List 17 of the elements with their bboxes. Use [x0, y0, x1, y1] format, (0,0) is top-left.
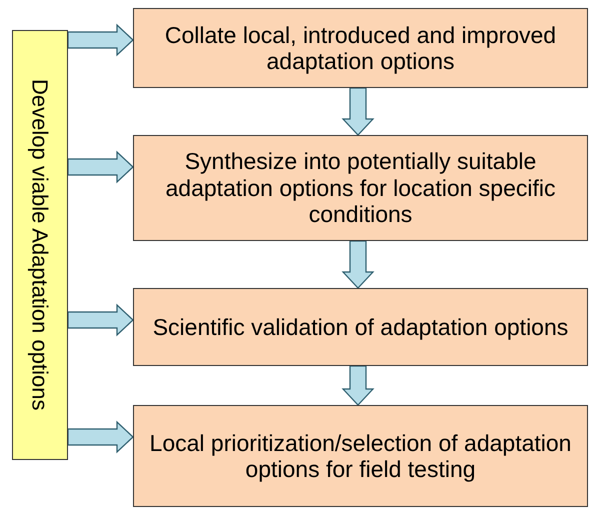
process-box	[133, 405, 588, 507]
vertical-label: Develop viable Adaptation options	[27, 79, 53, 411]
step-text: Local prioritization/selection of adaptation options for field testing	[148, 430, 572, 482]
block-arrow	[342, 365, 374, 406]
block-arrow	[67, 420, 134, 454]
process-box	[133, 8, 588, 88]
side-banner	[12, 30, 68, 460]
process-box	[133, 135, 588, 241]
block-arrow	[67, 304, 134, 336]
process-box	[133, 288, 588, 366]
step-text: Collate local, introduced and improved adaptation options	[164, 22, 558, 74]
block-arrow	[342, 87, 374, 136]
block-arrow	[67, 24, 134, 56]
block-arrow	[342, 240, 374, 289]
step-text: Scientific validation of adaptation options	[152, 314, 568, 340]
block-arrow	[67, 150, 134, 184]
step-text: Synthesize into potentially suitable adaptation options for location specific conditions	[164, 148, 556, 228]
